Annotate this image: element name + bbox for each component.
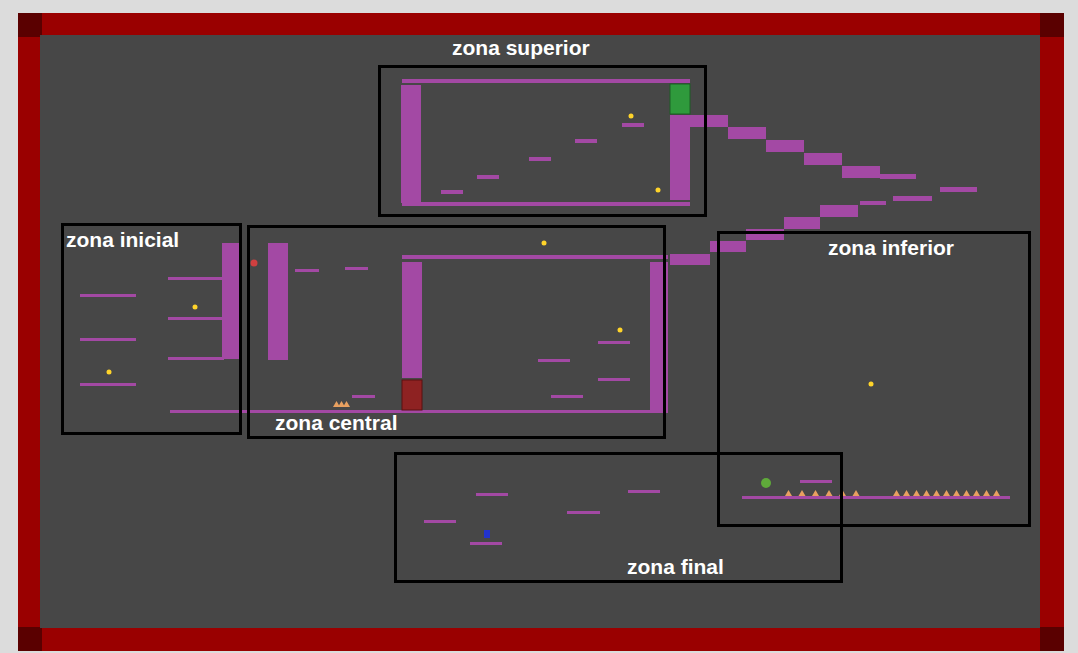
spikes: [333, 401, 1000, 496]
exit-door: [670, 84, 690, 114]
coins: [107, 114, 874, 387]
ball: [761, 478, 771, 488]
zone-label: zona central: [275, 411, 398, 434]
zone-box: zona superior: [378, 65, 707, 217]
platforms: [80, 79, 1010, 545]
locked-door: [402, 380, 422, 410]
enemy: [251, 260, 258, 267]
zone-label: zona superior: [452, 36, 590, 59]
player: [484, 530, 490, 538]
zone-box: zona inferior: [717, 231, 1031, 527]
frame: [18, 13, 1064, 651]
zone-box: zona final: [394, 452, 843, 583]
zone-box: zona central: [247, 225, 666, 439]
zone-box: zona inicial: [61, 223, 242, 435]
zone-label: zona inferior: [828, 236, 954, 259]
zone-label: zona final: [627, 555, 724, 578]
zone-label: zona inicial: [66, 228, 179, 251]
